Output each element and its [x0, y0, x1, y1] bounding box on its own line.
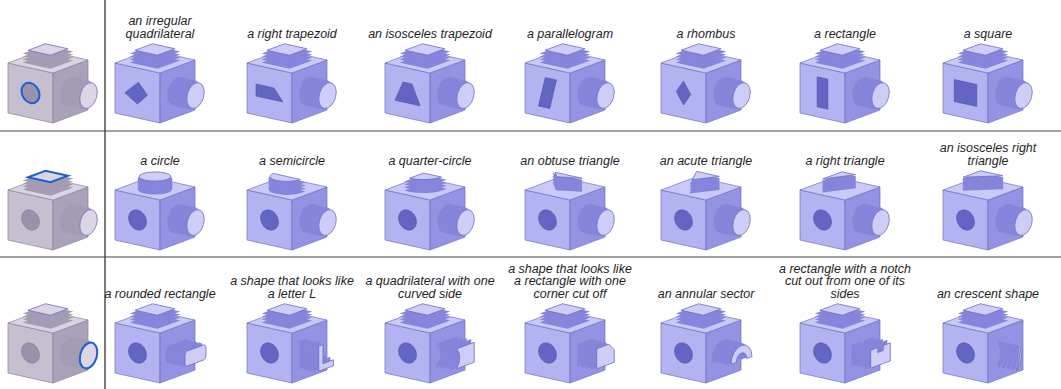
- shape-caption: a rhombus: [639, 28, 773, 41]
- caption-slot: an annular sector: [639, 288, 773, 301]
- caption-slot: a quarter-circle: [363, 155, 497, 168]
- shape-caption: an obtuse triangle: [503, 155, 637, 168]
- caption-slot: a rectangle: [778, 28, 912, 41]
- shape-caption: a right trapezoid: [225, 28, 359, 41]
- shape-caption: an irregular quadrilateral: [93, 15, 227, 40]
- caption-slot: an isosceles right triangle: [921, 142, 1055, 167]
- caption-slot: a square: [921, 28, 1055, 41]
- caption-slot: a shape that looks like a rectangle with…: [503, 263, 637, 301]
- shape-caption: a parallelogram: [503, 28, 637, 41]
- shape-caption: an crescent shape: [921, 288, 1055, 301]
- row-divider: [0, 257, 1061, 258]
- caption-slot: an acute triangle: [639, 155, 773, 168]
- caption-slot: a parallelogram: [503, 28, 637, 41]
- section-cubes-row: [115, 304, 1023, 383]
- caption-slot: a quadrilateral with one curved side: [363, 275, 497, 300]
- shape-caption: a shape that looks like a letter L: [225, 275, 359, 300]
- reference-cube: [8, 304, 97, 383]
- shape-caption: a rounded rectangle: [93, 288, 227, 301]
- shape-caption: a right triangle: [778, 155, 912, 168]
- caption-slot: a rounded rectangle: [93, 288, 227, 301]
- reference-cube: [8, 44, 97, 123]
- caption-slot: a circle: [93, 155, 227, 168]
- shape-caption: a quadrilateral with one curved side: [363, 275, 497, 300]
- column-divider: [104, 0, 105, 389]
- shape-caption: an isosceles trapezoid: [363, 28, 497, 41]
- shape-caption: an isosceles right triangle: [921, 142, 1055, 167]
- shape-caption: a semicircle: [225, 155, 359, 168]
- shape-caption: an annular sector: [639, 288, 773, 301]
- caption-slot: a right triangle: [778, 155, 912, 168]
- caption-slot: a semicircle: [225, 155, 359, 168]
- row-divider: [0, 131, 1061, 132]
- shape-caption: a shape that looks like a rectangle with…: [503, 263, 637, 301]
- caption-slot: an isosceles trapezoid: [363, 28, 497, 41]
- caption-slot: an obtuse triangle: [503, 155, 637, 168]
- caption-slot: a right trapezoid: [225, 28, 359, 41]
- shape-caption: a quarter-circle: [363, 155, 497, 168]
- caption-slot: a rhombus: [639, 28, 773, 41]
- shape-caption: a rectangle: [778, 28, 912, 41]
- caption-slot: an crescent shape: [921, 288, 1055, 301]
- reference-cube: [8, 171, 97, 250]
- shape-caption: a rectangle with a notch cut out from on…: [778, 263, 912, 301]
- caption-slot: a shape that looks like a letter L: [225, 275, 359, 300]
- shape-caption: an acute triangle: [639, 155, 773, 168]
- shape-caption: a circle: [93, 155, 227, 168]
- shape-caption: a square: [921, 28, 1055, 41]
- section-cubes-row: [115, 44, 1032, 123]
- caption-slot: a rectangle with a notch cut out from on…: [778, 263, 912, 301]
- caption-slot: an irregular quadrilateral: [93, 15, 227, 40]
- section-cubes-row: [115, 170, 1032, 250]
